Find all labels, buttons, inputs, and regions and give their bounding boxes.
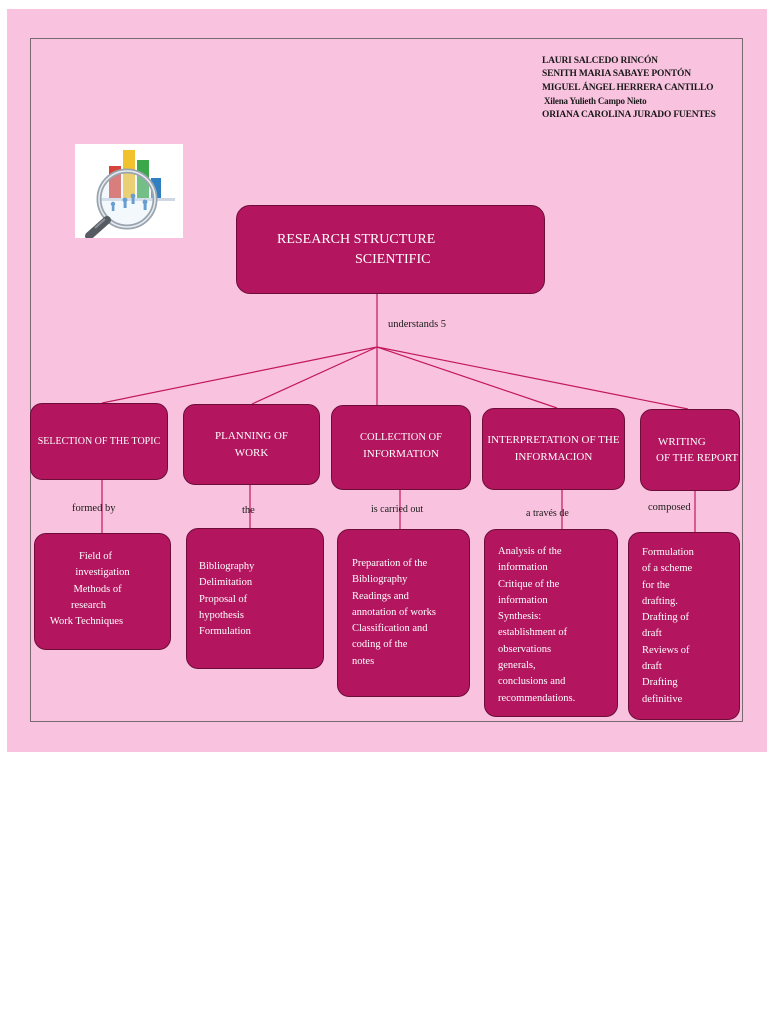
category-label: COLLECTION OF xyxy=(360,432,442,443)
author-name: ORIANA CAROLINA JURADO FUENTES xyxy=(542,109,716,120)
detail-item: Analysis of the xyxy=(498,546,562,557)
author-name: Xilena Yulieth Campo Nieto xyxy=(544,96,647,107)
main-title-line: RESEARCH STRUCTURE xyxy=(277,232,436,247)
detail-item: Classification and xyxy=(352,623,428,635)
detail-item: investigation xyxy=(75,567,130,579)
author-name: MIGUEL ÁNGEL HERRERA CANTILLO xyxy=(542,82,714,93)
detail-item: research xyxy=(71,599,106,611)
connector-label: understands 5 xyxy=(388,319,447,330)
detail-item: Preparation of the xyxy=(352,558,428,569)
connector-line xyxy=(376,346,689,410)
connector-label: the xyxy=(242,505,255,516)
detail-item: coding of the xyxy=(352,639,408,651)
detail-item: Proposal of xyxy=(199,593,248,605)
detail-item: draft xyxy=(642,661,662,673)
category-label: INFORMATION xyxy=(363,448,439,460)
category-label: SELECTION OF THE TOPIC xyxy=(37,436,161,447)
detail-item: observations xyxy=(498,643,552,655)
connector-label: a través de xyxy=(526,508,569,519)
category-box-collection-of-information: COLLECTION OF INFORMATION xyxy=(331,405,471,490)
detail-item: recommendations. xyxy=(498,692,576,704)
category-label: WORK xyxy=(234,447,269,459)
detail-item: Synthesis: xyxy=(498,611,542,623)
detail-item: definitive xyxy=(642,693,683,705)
detail-item: Drafting of xyxy=(642,612,689,624)
category-box-selection-of-topic: SELECTION OF THE TOPIC xyxy=(30,403,168,480)
detail-item: of a scheme xyxy=(642,563,693,575)
detail-item: Reviews of xyxy=(642,644,690,656)
connector-line xyxy=(101,346,378,404)
detail-item: Work Techniques xyxy=(49,616,124,628)
connector-line xyxy=(251,346,378,405)
detail-box-writing-of-report: Formulation of a scheme for the drafting… xyxy=(628,532,740,720)
detail-box-collection-of-information: Preparation of the Bibliography Readings… xyxy=(337,529,470,697)
detail-item: Bibliography xyxy=(199,561,255,572)
detail-item: generals, xyxy=(498,660,536,672)
detail-item: conclusions and xyxy=(498,676,566,688)
detail-item: annotation of works xyxy=(352,606,436,618)
detail-item: for the xyxy=(642,579,670,591)
category-label: OF THE REPORT xyxy=(656,452,739,464)
detail-box-interpretation: Analysis of the information Critique of … xyxy=(484,529,618,717)
category-box-planning-of-work: PLANNING OF WORK xyxy=(183,404,320,485)
connector-line xyxy=(376,346,558,409)
detail-item: Drafting xyxy=(642,677,678,689)
detail-item: Field of xyxy=(79,551,112,562)
detail-box-selection-of-topic: Field of investigation Methods of resear… xyxy=(34,533,171,650)
detail-item: draft xyxy=(642,628,662,640)
category-box-writing-of-report: WRITING OF THE REPORT xyxy=(640,409,740,491)
detail-item: hypothesis xyxy=(199,609,244,621)
category-label: INFORMACION xyxy=(514,451,593,463)
detail-item: Bibliography xyxy=(352,574,408,586)
detail-item: Methods of xyxy=(73,583,122,595)
category-label: WRITING xyxy=(658,436,706,448)
author-list: LAURI SALCEDO RINCÓN SENITH MARIA SABAYE… xyxy=(542,55,742,122)
author-name: SENITH MARIA SABAYE PONTÓN xyxy=(542,69,691,80)
main-title-line: SCIENTIFIC xyxy=(355,252,431,267)
detail-box-planning-of-work: Bibliography Delimitation Proposal of hy… xyxy=(186,528,324,669)
author-name: LAURI SALCEDO RINCÓN xyxy=(542,56,658,66)
detail-item: Delimitation xyxy=(199,577,253,589)
main-concept-box: RESEARCH STRUCTURE SCIENTIFIC xyxy=(236,205,545,294)
category-label: INTERPRETATION OF THE xyxy=(487,434,620,446)
category-box-interpretation: INTERPRETATION OF THE INFORMACION xyxy=(482,408,625,490)
detail-item: Formulation xyxy=(642,547,694,558)
connector-label: composed xyxy=(648,502,691,513)
magnifying-glass-chart-icon xyxy=(75,144,183,240)
detail-item: information xyxy=(498,594,548,606)
detail-item: drafting. xyxy=(642,595,678,607)
detail-item: Critique of the xyxy=(498,578,560,590)
category-label: PLANNING OF xyxy=(214,430,289,442)
connector-label: is carried out xyxy=(371,504,424,515)
detail-item: Readings and xyxy=(352,590,409,602)
detail-item: Formulation xyxy=(199,626,251,638)
detail-item: notes xyxy=(352,655,375,667)
detail-item: establishment of xyxy=(498,627,568,639)
detail-item: information xyxy=(498,562,548,574)
diagram-frame xyxy=(30,38,743,722)
connector-label: formed by xyxy=(72,503,116,514)
